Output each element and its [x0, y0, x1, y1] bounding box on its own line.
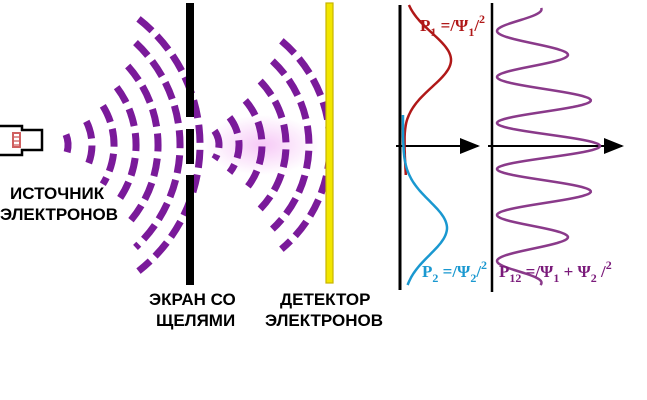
p2-probability-curve	[401, 115, 449, 286]
detector-label-line1: ДЕТЕКТОР	[280, 290, 371, 309]
incident-wavefront	[136, 16, 204, 274]
incident-wavefront	[133, 40, 184, 250]
source-filament	[12, 132, 21, 148]
incident-waves	[62, 16, 204, 274]
incident-wavefront	[125, 63, 162, 227]
detector-label-line2: ЭЛЕКТРОНОВ	[265, 311, 384, 330]
screen-segment-bottom	[186, 175, 194, 285]
double-slit-plot	[488, 3, 624, 292]
slit-screen	[186, 3, 194, 285]
diffracted-wavefront	[242, 98, 266, 192]
source-housing	[0, 124, 44, 157]
diffracted-wavefront	[211, 128, 223, 162]
p12-interference-curve	[495, 7, 602, 286]
diffracted-wavefront	[279, 38, 334, 252]
electron-detector	[325, 2, 334, 284]
screen-segment-top	[186, 3, 194, 117]
screen-label-line1: ЭКРАН СО	[149, 290, 236, 309]
diffracted-wavefront	[270, 58, 313, 232]
incident-wavefront	[83, 119, 96, 171]
screen-label-line2: ЩЕЛЯМИ	[156, 311, 236, 330]
single-slit-plot	[396, 4, 480, 290]
incident-wavefront	[99, 103, 118, 187]
diffracted-wavefront	[226, 115, 243, 175]
incident-wavefront	[62, 133, 72, 157]
source-label-line2: ЭЛЕКТРОНОВ	[0, 205, 119, 224]
incident-wavefront	[113, 85, 140, 205]
source-label-line1: ИСТОЧНИК	[10, 184, 105, 203]
p12-formula: P12 =/Ψ1 + Ψ2 /2	[499, 258, 612, 285]
electron-source	[0, 124, 44, 157]
p1-formula: P1 =/Ψ1/2	[420, 12, 486, 39]
diffracted-waves	[211, 38, 334, 252]
screen-segment-middle	[186, 129, 194, 164]
p2-formula: P2 =/Ψ2/2	[422, 258, 488, 285]
